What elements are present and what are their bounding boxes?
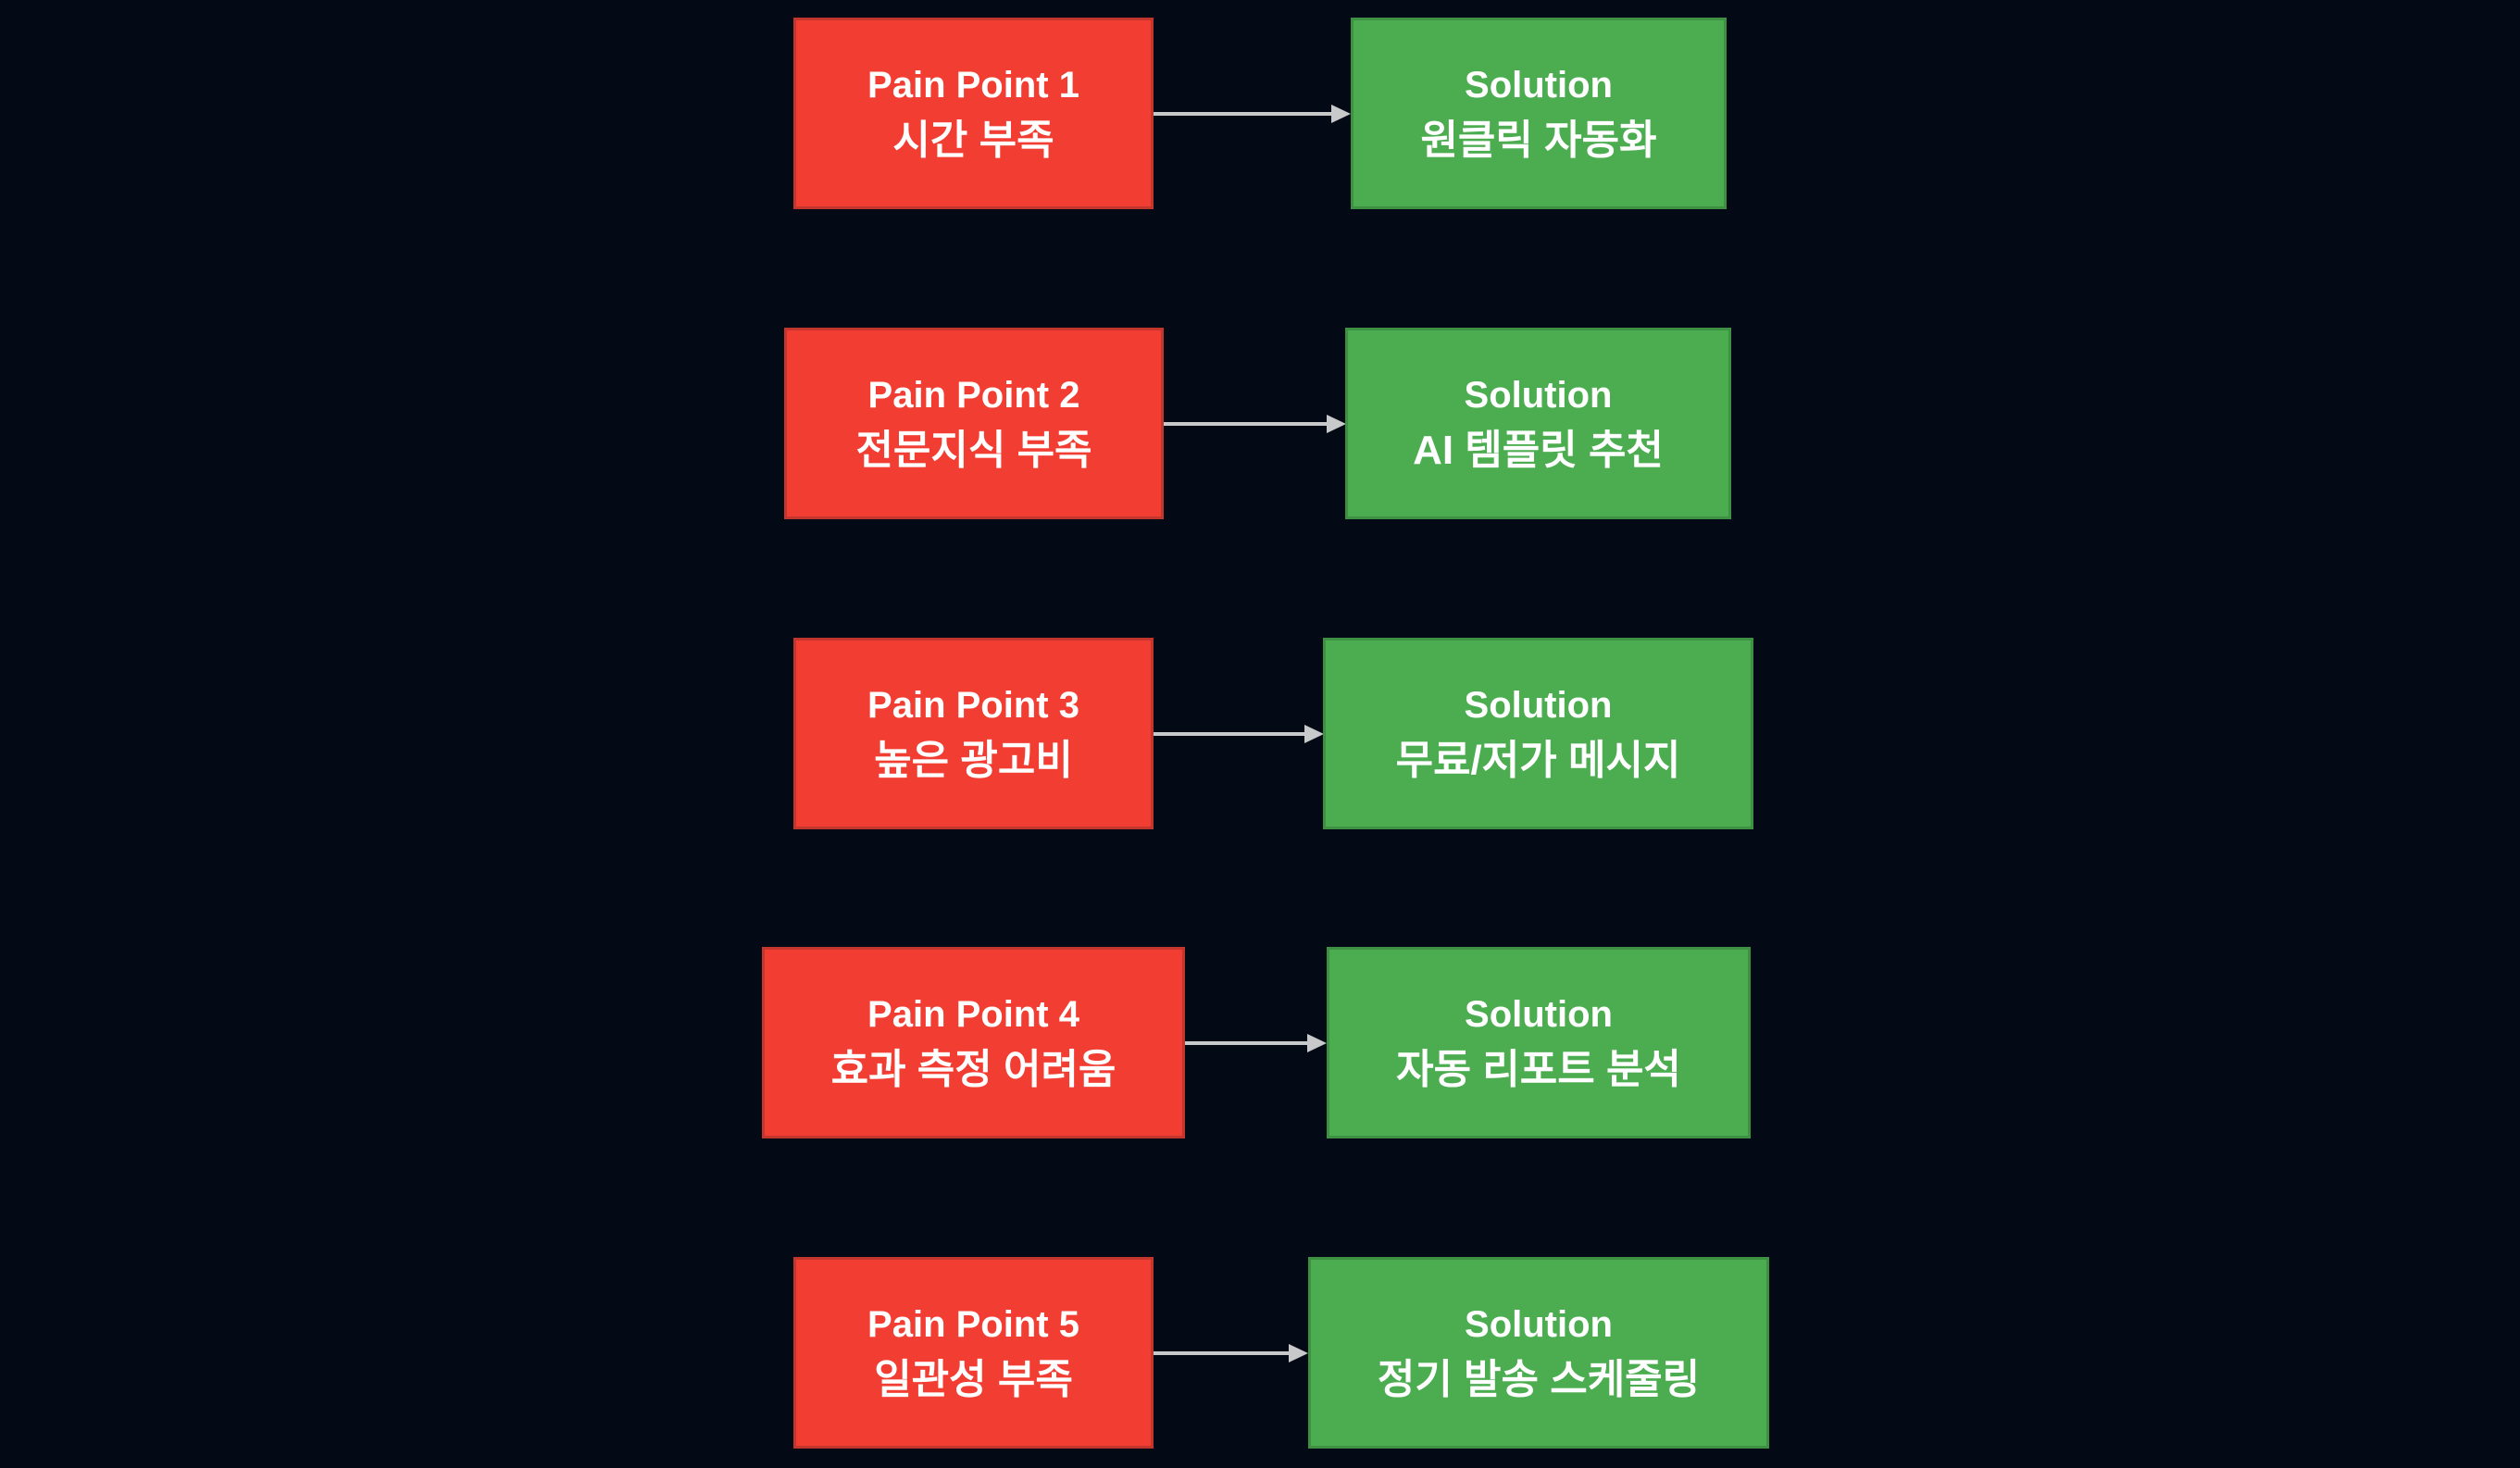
solution-subtitle: AI 템플릿 추천	[1413, 427, 1664, 473]
arrow-shaft	[1154, 731, 1307, 736]
arrow-shaft	[1164, 421, 1329, 426]
arrow-head-icon	[1307, 1033, 1327, 1052]
solution-box-2: Solution AI 템플릿 추천	[1345, 328, 1731, 519]
solution-title: Solution	[1465, 64, 1613, 106]
solution-subtitle: 무료/저가 메시지	[1395, 737, 1681, 783]
mapping-row-5: Pain Point 5 일관성 부족 Solution 정기 발송 스케줄링	[0, 1257, 2520, 1449]
solution-title: Solution	[1464, 374, 1613, 416]
arrow-shaft	[1185, 1040, 1310, 1045]
arrow-head-icon	[1327, 414, 1346, 433]
pain-point-subtitle: 높은 광고비	[874, 737, 1073, 783]
pain-point-title: Pain Point 2	[867, 374, 1080, 416]
solution-box-3: Solution 무료/저가 메시지	[1323, 638, 1753, 829]
pain-point-box-5: Pain Point 5 일관성 부족	[793, 1257, 1154, 1449]
solution-title: Solution	[1465, 993, 1613, 1035]
pain-point-title: Pain Point 5	[867, 1303, 1079, 1345]
mapping-row-3: Pain Point 3 높은 광고비 Solution 무료/저가 메시지	[0, 638, 2520, 829]
pain-point-title: Pain Point 1	[867, 64, 1079, 106]
solution-subtitle: 자동 리포트 분석	[1396, 1046, 1681, 1092]
mapping-row-4: Pain Point 4 효과 측정 어려움 Solution 자동 리포트 분…	[0, 947, 2520, 1138]
arrow-connector-3	[1154, 719, 1324, 749]
pain-point-box-3: Pain Point 3 높은 광고비	[793, 638, 1154, 829]
pain-point-subtitle: 시간 부족	[892, 117, 1054, 163]
arrow-head-icon	[1289, 1343, 1308, 1362]
pain-point-subtitle: 전문지식 부족	[855, 427, 1092, 473]
arrow-connector-2	[1164, 409, 1346, 439]
mapping-row-1: Pain Point 1 시간 부족 Solution 원클릭 자동화	[0, 18, 2520, 209]
mapping-row-2: Pain Point 2 전문지식 부족 Solution AI 템플릿 추천	[0, 328, 2520, 519]
solution-subtitle: 정기 발송 스케줄링	[1377, 1356, 1701, 1402]
arrow-connector-1	[1154, 99, 1351, 129]
pain-point-subtitle: 일관성 부족	[874, 1356, 1073, 1402]
solution-title: Solution	[1465, 1303, 1613, 1345]
pain-point-title: Pain Point 3	[867, 684, 1079, 726]
pain-point-box-2: Pain Point 2 전문지식 부족	[784, 328, 1164, 519]
arrow-head-icon	[1304, 724, 1324, 743]
solution-box-1: Solution 원클릭 자동화	[1351, 18, 1727, 209]
solution-title: Solution	[1464, 684, 1613, 726]
solution-box-4: Solution 자동 리포트 분석	[1327, 947, 1751, 1138]
arrow-shaft	[1154, 111, 1334, 116]
arrow-connector-4	[1185, 1028, 1327, 1058]
pain-point-box-1: Pain Point 1 시간 부족	[793, 18, 1154, 209]
pain-point-box-4: Pain Point 4 효과 측정 어려움	[762, 947, 1185, 1138]
solution-subtitle: 원클릭 자동화	[1420, 117, 1657, 163]
arrow-shaft	[1154, 1350, 1291, 1355]
arrow-connector-5	[1154, 1338, 1308, 1368]
arrow-head-icon	[1331, 104, 1351, 123]
pain-point-title: Pain Point 4	[867, 993, 1079, 1035]
pain-point-subtitle: 효과 측정 어려움	[830, 1046, 1117, 1092]
solution-box-5: Solution 정기 발송 스케줄링	[1308, 1257, 1769, 1449]
